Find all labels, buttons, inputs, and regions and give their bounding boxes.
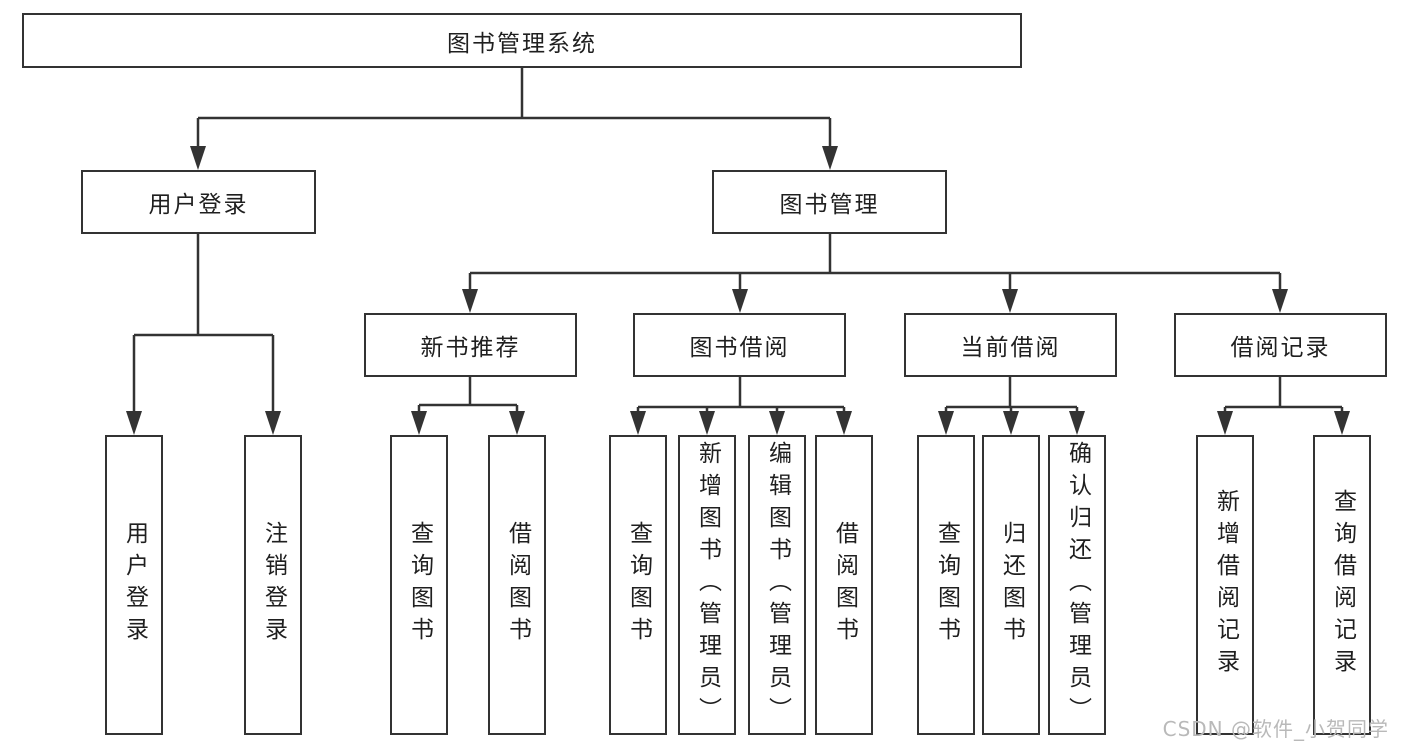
leaf-logout-label: 注销登录	[260, 521, 287, 649]
leaf-user-login-label: 用户登录	[121, 521, 148, 649]
leaf-user-login: 用户登录	[105, 435, 163, 735]
leaf-query-books-1-label: 查询图书	[406, 521, 433, 649]
leaf-add-borrow-record-label: 新增借阅记录	[1212, 489, 1239, 681]
leaf-edit-book-admin: 编辑图书（管理员）	[748, 435, 806, 735]
leaf-return-books-label: 归还图书	[998, 521, 1025, 649]
node-current-borrowing: 当前借阅	[904, 313, 1117, 377]
node-borrowing-records-label: 借阅记录	[1230, 335, 1331, 361]
csdn-watermark: CSDN @软件_小贺同学	[1162, 717, 1389, 741]
leaf-borrow-books-2: 借阅图书	[815, 435, 873, 735]
node-borrowing-records: 借阅记录	[1174, 313, 1387, 377]
node-current-borrowing-label: 当前借阅	[960, 335, 1061, 361]
node-library-system-label: 图书管理系统	[447, 30, 597, 57]
node-book-management-label: 图书管理	[779, 192, 880, 218]
node-book-management: 图书管理	[712, 170, 947, 234]
leaf-query-books-2: 查询图书	[609, 435, 667, 735]
leaf-add-book-admin: 新增图书（管理员）	[678, 435, 736, 735]
leaf-add-book-admin-label: 新增图书（管理员）	[694, 441, 721, 729]
leaf-query-borrow-record: 查询借阅记录	[1313, 435, 1371, 735]
leaf-logout: 注销登录	[244, 435, 302, 735]
node-new-book-recommendation-label: 新书推荐	[420, 335, 521, 361]
leaf-confirm-return-admin-label: 确认归还（管理员）	[1064, 441, 1091, 729]
leaf-borrow-books-1: 借阅图书	[488, 435, 546, 735]
leaf-confirm-return-admin: 确认归还（管理员）	[1048, 435, 1106, 735]
node-library-system: 图书管理系统	[22, 13, 1022, 68]
node-user-login-label: 用户登录	[148, 192, 249, 218]
node-book-borrowing: 图书借阅	[633, 313, 846, 377]
leaf-query-books-3-label: 查询图书	[933, 521, 960, 649]
leaf-query-books-1: 查询图书	[390, 435, 448, 735]
leaf-return-books: 归还图书	[982, 435, 1040, 735]
node-book-borrowing-label: 图书借阅	[689, 335, 790, 361]
leaf-add-borrow-record: 新增借阅记录	[1196, 435, 1254, 735]
leaf-query-books-2-label: 查询图书	[625, 521, 652, 649]
node-user-login: 用户登录	[81, 170, 316, 234]
node-new-book-recommendation: 新书推荐	[364, 313, 577, 377]
leaf-borrow-books-2-label: 借阅图书	[831, 521, 858, 649]
leaf-query-borrow-record-label: 查询借阅记录	[1329, 489, 1356, 681]
leaf-query-books-3: 查询图书	[917, 435, 975, 735]
leaf-edit-book-admin-label: 编辑图书（管理员）	[764, 441, 791, 729]
leaf-borrow-books-1-label: 借阅图书	[504, 521, 531, 649]
